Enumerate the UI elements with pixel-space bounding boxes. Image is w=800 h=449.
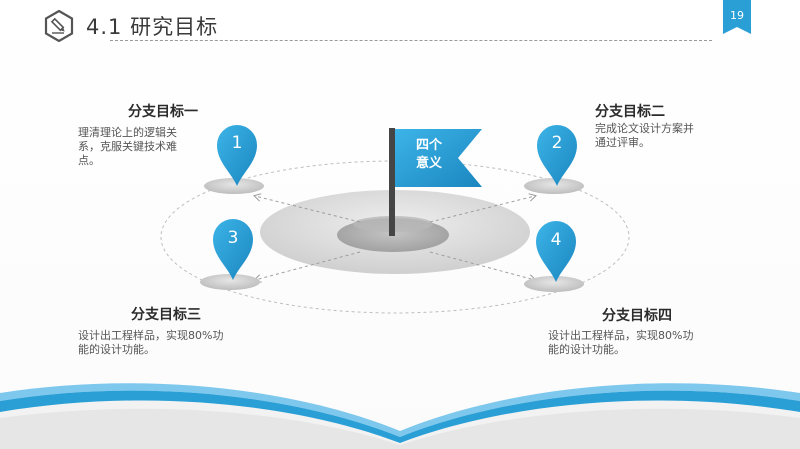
pin-pad-3 (200, 274, 260, 290)
book-stripe-right (400, 383, 800, 437)
goal-1-line: 点。 (78, 154, 100, 167)
page-number: 19 (730, 9, 744, 22)
pin-number-2: 2 (551, 133, 563, 153)
flag-label: 四个 意义 (404, 137, 454, 173)
map-pin-icon-3 (213, 219, 253, 280)
pin-pad-4 (524, 276, 584, 292)
book-edge-left (0, 408, 400, 449)
pin-number-4: 4 (550, 230, 562, 250)
flag-label-line1: 四个 (415, 138, 442, 153)
arrow-to-goal-2 (429, 196, 535, 223)
flag-label-line2: 意义 (415, 156, 442, 171)
arrow-to-goal-3 (255, 251, 361, 280)
goal-2-line: 完成论文设计方案并 (595, 122, 694, 135)
map-pin-icon-1 (217, 125, 257, 186)
arrow-to-goal-1 (255, 196, 361, 223)
goal-1-line: 系，克服关键技术难 (78, 140, 177, 153)
title-divider (110, 40, 712, 41)
map-pin-icon-4 (536, 221, 576, 282)
goal-4-line: 设计出工程样品，实现80%功 (548, 329, 694, 342)
goal-4-line: 能的设计功能。 (548, 343, 625, 356)
flag-pole (389, 128, 395, 236)
goal-4-description: 设计出工程样品，实现80%功 能的设计功能。 (548, 329, 693, 357)
goal-1-title: 分支目标一 (128, 104, 198, 120)
goal-3-title: 分支目标三 (131, 307, 201, 323)
pin-number-3: 3 (227, 228, 239, 248)
flag-icon (395, 129, 482, 187)
pin-pad-2 (524, 178, 584, 194)
page-badge (723, 0, 751, 34)
goal-2-description: 完成论文设计方案并 通过评审。 (595, 122, 694, 150)
book-band-left (0, 390, 400, 443)
orbit-ellipse (160, 160, 630, 314)
page-title: 4.1 研究目标 (86, 15, 219, 39)
goal-3-line: 能的设计功能。 (78, 343, 155, 356)
arrow-to-goal-4 (429, 251, 535, 280)
goal-2-line: 通过评审。 (595, 136, 650, 149)
pin-number-1: 1 (231, 133, 243, 153)
goal-2-title: 分支目标二 (595, 104, 665, 120)
goal-3-description: 设计出工程样品，实现80%功 能的设计功能。 (78, 329, 223, 357)
book-edge-right (400, 408, 800, 449)
goal-1-description: 理清理论上的逻辑关 系，克服关键技术难 点。 (78, 126, 177, 168)
book-band-right (400, 390, 800, 443)
pin-pad-1 (204, 178, 264, 194)
pencil-icon (44, 10, 74, 42)
goal-3-line: 设计出工程样品，实现80%功 (78, 329, 224, 342)
header: 4.1 研究目标 (44, 9, 218, 43)
map-pin-icon-2 (537, 125, 577, 186)
goal-1-line: 理清理论上的逻辑关 (78, 126, 177, 139)
book-stripe-left (0, 383, 400, 437)
goal-4-title: 分支目标四 (602, 308, 672, 324)
